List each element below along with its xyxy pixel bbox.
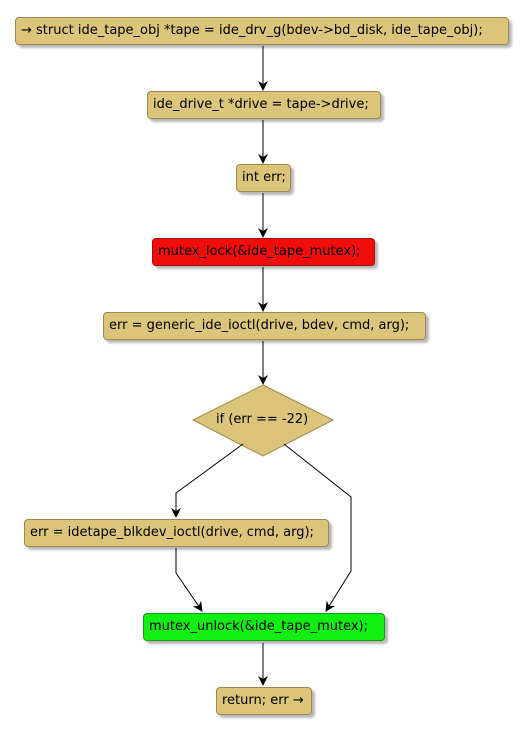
edge-decision-to-unlock [283,443,352,612]
node-drive-assign: ide_drive_t *drive = tape->drive; [147,91,381,119]
node-return: return; err → [216,687,312,715]
edge-decision-to-blkdev [171,443,244,518]
edge-blkdev-to-unlock [175,548,203,612]
node-err-declare: int err; [236,164,291,192]
node-generic-ioctl: err = generic_ide_ioctl(drive, bdev, cmd… [103,312,426,340]
node-mutex-unlock: mutex_unlock(&ide_tape_mutex); [143,613,385,641]
node-mutex-lock: mutex_lock(&ide_tape_mutex); [152,238,375,266]
decision-label: if (err == -22) [216,412,309,427]
node-blkdev-ioctl: err = idetape_blkdev_ioctl(drive, cmd, a… [24,519,329,547]
node-struct-assign: → struct ide_tape_obj *tape = ide_drv_g(… [15,17,509,45]
decision-diamond [191,384,335,457]
